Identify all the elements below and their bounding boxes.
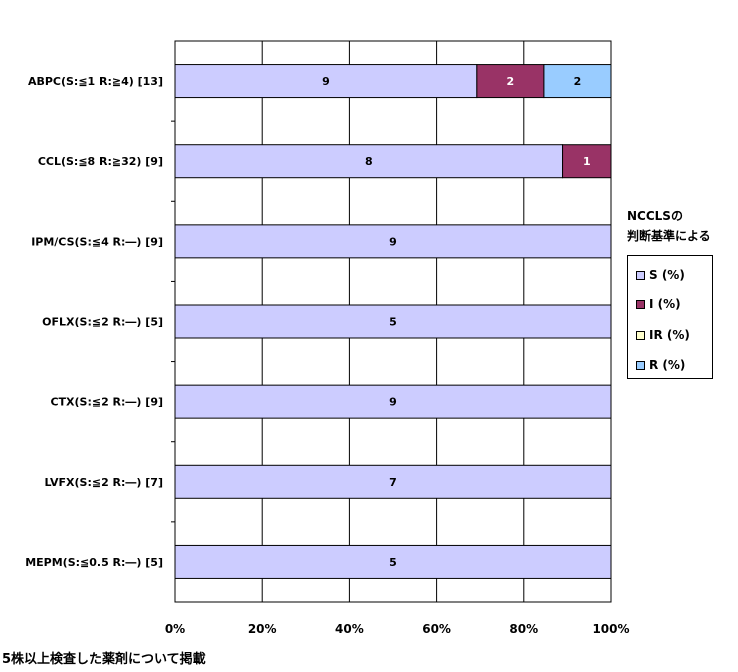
data-label: 9 xyxy=(389,235,397,248)
data-label: 9 xyxy=(389,396,397,409)
legend: S (%) I (%) IR (%) R (%) xyxy=(627,255,713,379)
legend-swatch-ir xyxy=(636,330,645,340)
bar-segment xyxy=(562,144,612,179)
category-label: ABPC(S:≦1 R:≧4) [13] xyxy=(28,75,163,88)
legend-title: NCCLSの 判断基準による xyxy=(627,206,711,246)
legend-swatch-r xyxy=(636,360,645,370)
category-label: MEPM(S:≦0.5 R:―) [5] xyxy=(25,556,163,569)
x-tick-label: 80% xyxy=(509,622,538,636)
legend-item-ir: IR (%) xyxy=(636,328,690,342)
legend-label-r: R (%) xyxy=(649,358,686,372)
bar-segment xyxy=(174,544,612,579)
data-label: 7 xyxy=(389,476,397,489)
category-label: CTX(S:≦2 R:―) [9] xyxy=(50,396,163,409)
category-label: CCL(S:≦8 R:≧32) [9] xyxy=(38,155,163,168)
legend-item-r: R (%) xyxy=(636,358,685,372)
bar-segment xyxy=(174,64,478,99)
legend-item-i: I (%) xyxy=(636,297,681,311)
data-label: 2 xyxy=(507,75,515,88)
data-label: 1 xyxy=(583,155,591,168)
category-label: LVFX(S:≦2 R:―) [7] xyxy=(45,476,164,489)
bar-segment xyxy=(543,64,612,99)
x-tick-label: 60% xyxy=(422,622,451,636)
bar-segment xyxy=(174,224,612,259)
legend-swatch-i xyxy=(636,299,645,309)
legend-swatch-s xyxy=(636,270,645,280)
data-label: 8 xyxy=(365,155,373,168)
legend-label-ir: IR (%) xyxy=(649,328,690,342)
data-label: 2 xyxy=(574,75,582,88)
x-tick-label: 20% xyxy=(248,622,277,636)
x-tick-label: 40% xyxy=(335,622,364,636)
legend-item-s: S (%) xyxy=(636,268,685,282)
bar-segment xyxy=(174,464,612,499)
legend-title-line-2: 判断基準による xyxy=(627,229,711,243)
bar-segment xyxy=(174,304,612,339)
x-tick-label: 100% xyxy=(592,622,629,636)
data-label: 5 xyxy=(389,316,397,329)
footnote: 5株以上検査した薬剤について掲載 xyxy=(2,652,206,667)
legend-title-line-1: NCCLSの xyxy=(627,209,683,223)
category-label: OFLX(S:≦2 R:―) [5] xyxy=(42,316,163,329)
x-tick-label: 0% xyxy=(165,622,185,636)
legend-label-i: I (%) xyxy=(649,297,681,311)
data-label: 5 xyxy=(389,556,397,569)
bar-segment xyxy=(174,144,564,179)
bar-segment xyxy=(174,384,612,419)
data-label: 9 xyxy=(322,75,330,88)
legend-label-s: S (%) xyxy=(649,268,685,282)
category-label: IPM/CS(S:≦4 R:―) [9] xyxy=(31,235,163,248)
